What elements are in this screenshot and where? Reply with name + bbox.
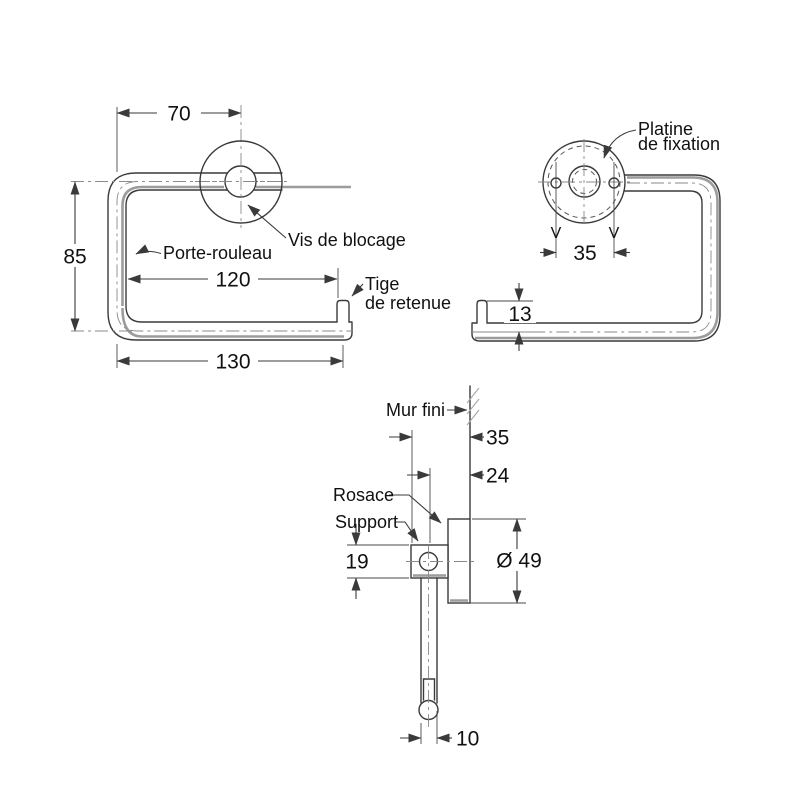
tube-shading	[475, 176, 719, 340]
locking-screw-label: Vis de blocage	[288, 230, 406, 250]
rod-label-line2: de retenue	[365, 293, 451, 313]
v-mark-left: V	[551, 225, 562, 242]
rosette-label: Rosace	[333, 485, 394, 505]
support-leader	[395, 521, 419, 542]
dim-70-text: 70	[167, 103, 190, 126]
dim-13-text-bg	[504, 305, 536, 323]
hole-reference-lines	[555, 162, 615, 258]
plate-leader	[603, 129, 637, 159]
rod-end-contour	[422, 678, 436, 701]
dim-19-text-bg	[339, 551, 375, 572]
tube-outer-contour	[471, 174, 721, 342]
mounting-plate-circle	[199, 140, 283, 224]
rosette-body	[447, 518, 471, 604]
tube-shading-top	[121, 185, 351, 306]
dim-24-text: 24	[486, 465, 510, 488]
rod-label-line1: Tige	[365, 274, 399, 294]
dim-70-text-bg	[157, 102, 201, 124]
v-mark-right: V	[609, 225, 620, 242]
tube-centerline	[71, 181, 352, 332]
plate-label-line2: de fixation	[638, 134, 720, 154]
roll-holder-label: Porte-rouleau	[163, 243, 272, 263]
support-label: Support	[335, 512, 398, 532]
plate-label-line1: Platine	[638, 119, 693, 139]
front-view: 70 85 120 130 Porte-rouleau Vis de bloca…	[56, 102, 451, 374]
tube-inner-contour-and-rod	[471, 190, 703, 324]
wall-hatching	[466, 387, 480, 426]
dim-120-text: 120	[215, 269, 250, 292]
dim-13-text: 13	[508, 303, 531, 326]
dim-35-text: 35	[486, 427, 509, 450]
dim-85-text: 85	[63, 246, 86, 269]
profile-view: Mur fini 35 24 19 Ø 49 10 Rosace Support	[333, 385, 544, 751]
center-boss-circle	[568, 165, 601, 198]
plate-view: V V 35 13 Platine de fixation	[471, 119, 721, 351]
dim-35-text: 35	[573, 242, 596, 265]
center-boss-hidden-edge	[572, 169, 597, 194]
rod-leader	[351, 283, 364, 297]
dim-120-text-bg	[208, 267, 258, 290]
dim-10-text: 10	[456, 728, 479, 751]
dim-85-text-bg	[56, 244, 94, 267]
dim-130-text: 130	[215, 351, 250, 374]
plate-crosshair	[195, 105, 287, 228]
tube-outer-contour	[107, 172, 353, 341]
locking-screw-leader	[247, 204, 287, 239]
tube-inner-contour-and-rod	[125, 189, 353, 323]
rosette-leader	[389, 494, 442, 524]
dim-130-text-bg	[208, 349, 258, 372]
roll-holder-leader	[135, 244, 162, 255]
arm-contour	[420, 577, 438, 704]
dim-dia-text: Ø 49	[496, 550, 542, 573]
dim-19-text: 19	[345, 551, 368, 574]
dim-dia-text-bg	[494, 549, 544, 571]
finished-wall-label: Mur fini	[386, 400, 445, 420]
plate-crosshair	[538, 139, 632, 227]
